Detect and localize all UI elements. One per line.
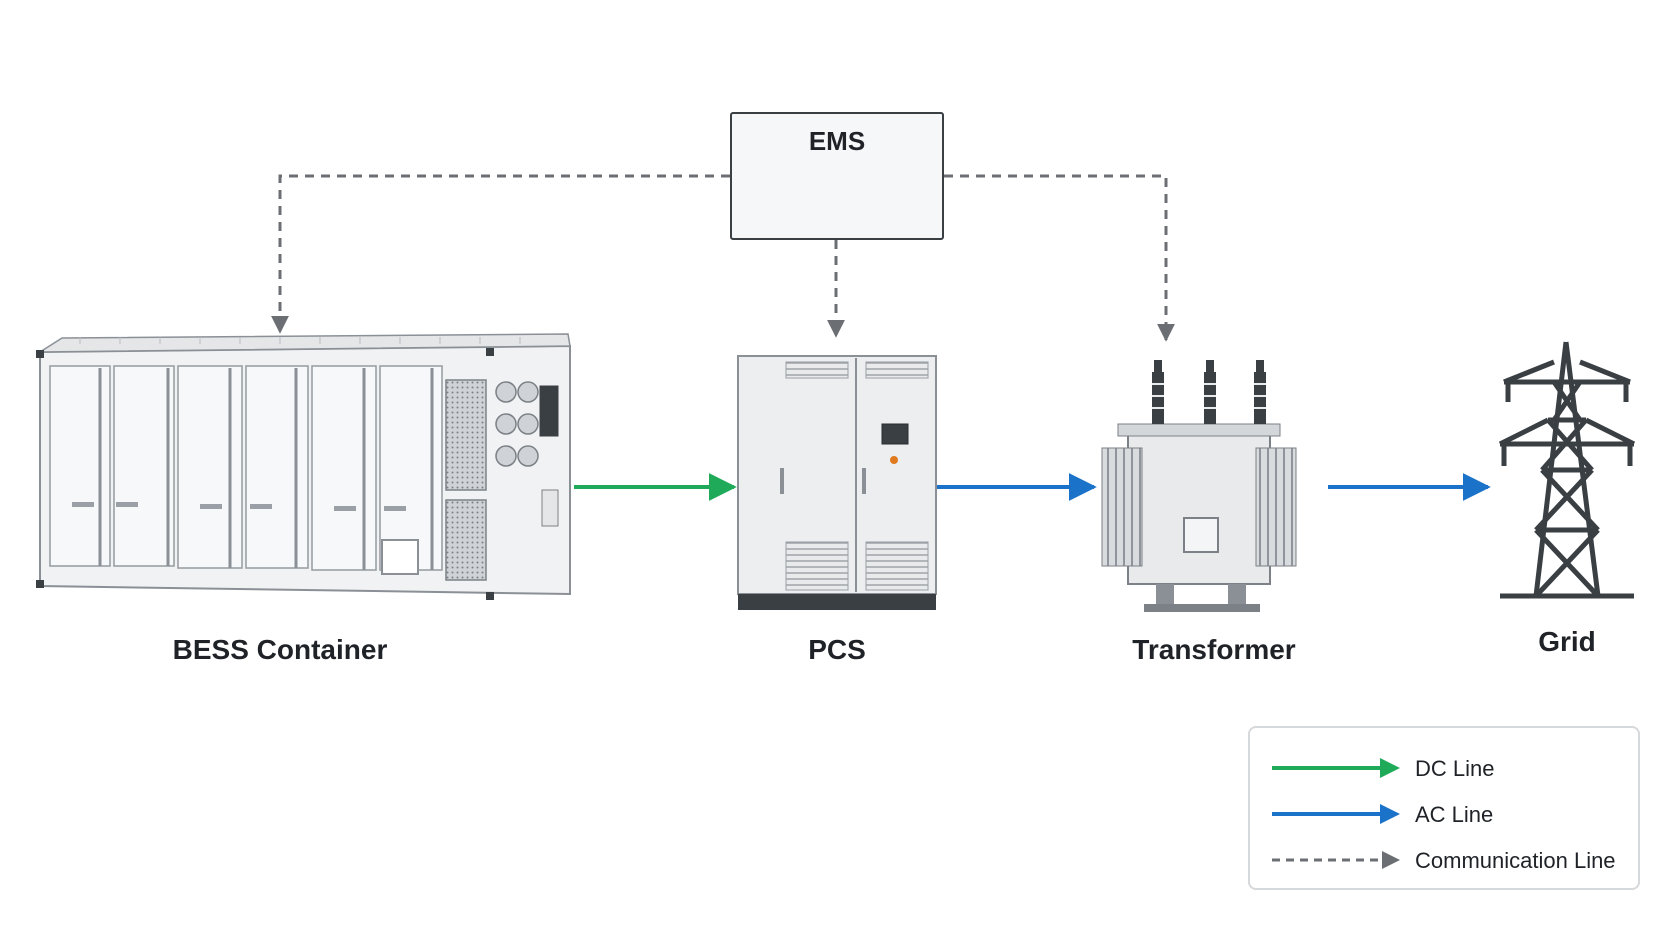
battery-container-icon (36, 333, 571, 600)
legend: DC Line AC Line Communication Line (1248, 726, 1640, 890)
ac-line-swatch (1272, 804, 1400, 824)
transformer-label: Transformer (1132, 634, 1296, 665)
legend-item-ac: AC Line (1250, 798, 1638, 830)
communication-line-swatch (1272, 851, 1400, 869)
legend-item-comm: Communication Line (1250, 844, 1638, 876)
legend-label-comm: Communication Line (1415, 848, 1616, 873)
ems-label: EMS (808, 126, 866, 156)
dc-line-swatch (1272, 758, 1400, 778)
bess-label: BESS Container (172, 634, 388, 665)
transmission-tower-icon (1498, 341, 1636, 599)
comm-link-ems-transformer (944, 174, 1175, 342)
transformer-icon (1101, 360, 1297, 612)
pcs-label: PCS (808, 634, 866, 665)
comm-link-ems-bess (271, 174, 730, 334)
legend-label-ac: AC Line (1415, 802, 1494, 827)
legend-label-dc: DC Line (1415, 756, 1495, 781)
ems-box: EMS (730, 112, 944, 240)
pcs-cabinet-icon (737, 355, 937, 610)
grid-label: Grid (1538, 626, 1596, 657)
legend-item-dc: DC Line (1250, 752, 1638, 784)
